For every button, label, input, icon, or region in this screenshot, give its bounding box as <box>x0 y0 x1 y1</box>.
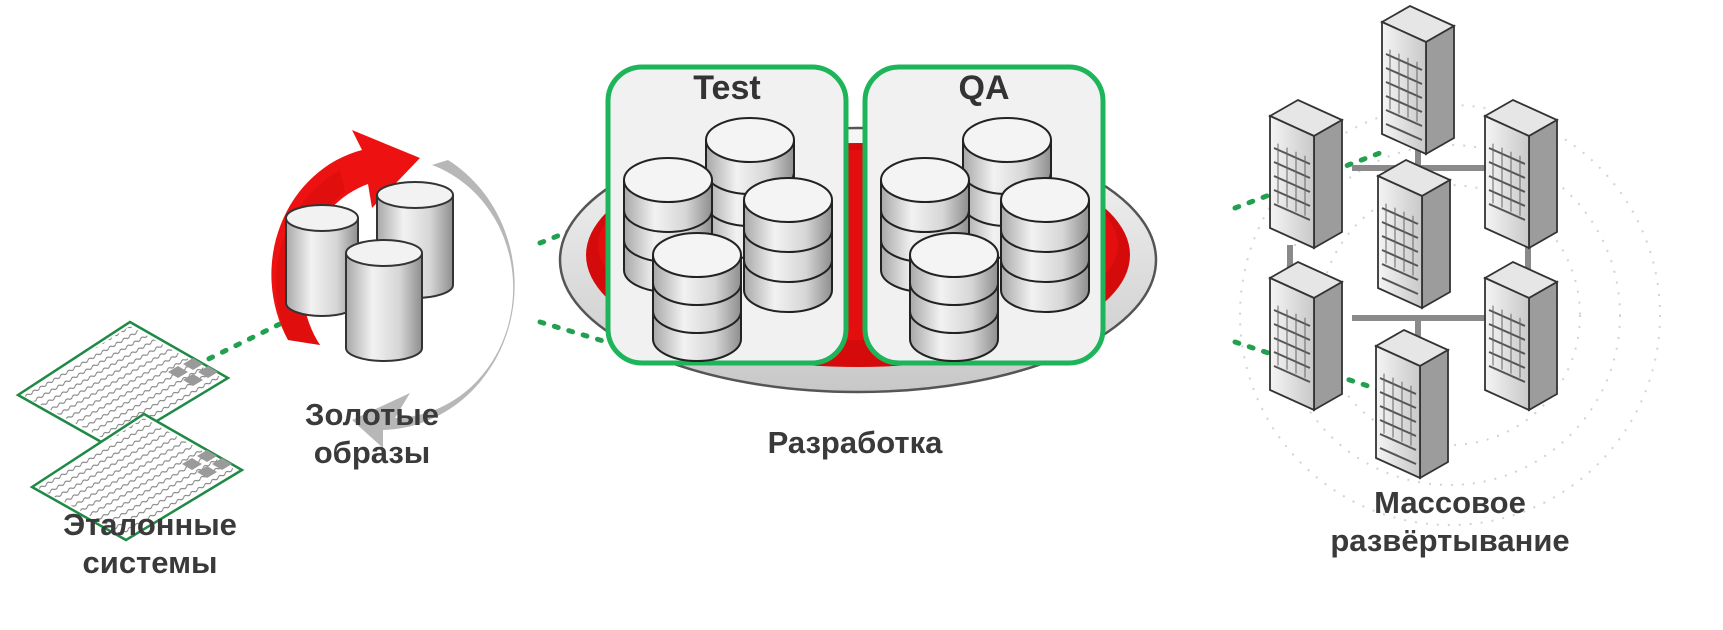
database-icon <box>1000 177 1090 313</box>
server-tower-icon <box>1268 260 1344 412</box>
server-tower-icon <box>1483 98 1559 250</box>
server-cluster <box>1268 4 1559 480</box>
label-golden-images: Золотые образы <box>262 396 482 472</box>
server-tower-icon <box>1376 158 1452 310</box>
label-golden-images-line2: образы <box>313 435 431 470</box>
panel-title-test: Test <box>693 69 760 107</box>
server-tower-icon <box>1268 98 1344 250</box>
blueprint-icon <box>15 320 245 542</box>
label-mass-deployment: Массовое развёртывание <box>1290 484 1610 560</box>
label-reference-systems: Эталонные системы <box>30 506 270 582</box>
label-mass-deployment-line2: развёртывание <box>1330 523 1570 558</box>
panel-databases <box>623 117 1090 362</box>
database-icon <box>743 177 833 313</box>
label-mass-deployment-line1: Массовое <box>1374 485 1526 520</box>
database-icon <box>285 181 454 362</box>
database-icon <box>909 232 999 362</box>
server-tower-icon <box>1380 4 1456 156</box>
server-tower-icon <box>1483 260 1559 412</box>
server-tower-icon <box>1374 328 1450 480</box>
label-reference-systems-line1: Эталонные <box>63 507 237 542</box>
label-reference-systems-line2: системы <box>82 545 218 580</box>
database-icon <box>652 232 742 362</box>
panel-title-qa: QA <box>959 69 1010 107</box>
label-development: Разработка <box>690 424 1020 462</box>
label-golden-images-line1: Золотые <box>305 397 439 432</box>
label-development-text: Разработка <box>767 425 943 460</box>
